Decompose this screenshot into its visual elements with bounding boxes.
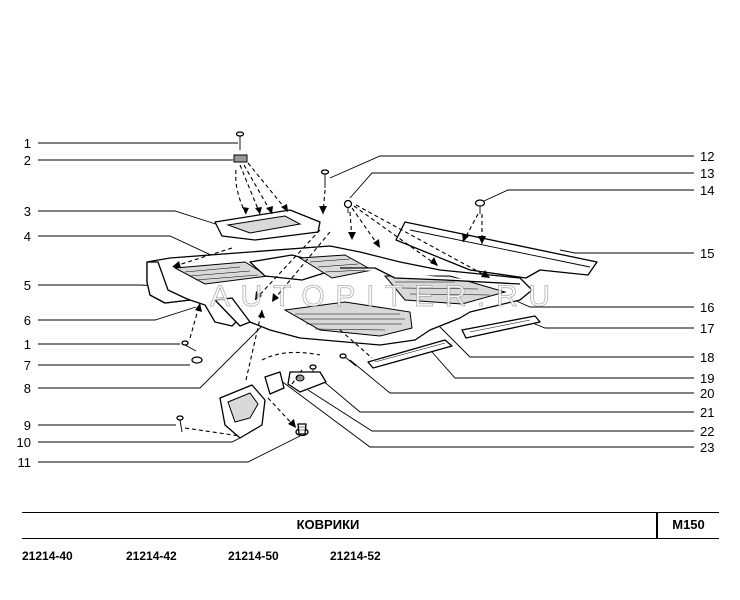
leader-line-22	[307, 389, 694, 432]
rear-right-mat	[383, 275, 507, 305]
dash-clip-mid	[239, 164, 261, 215]
callout-label-1-lower: 1	[24, 337, 31, 352]
carpet-left-edge	[146, 261, 191, 304]
leader-line-18	[434, 321, 694, 358]
dash-plug-13-d	[355, 204, 491, 279]
callout-label-3: 3	[24, 204, 31, 219]
screw-21	[309, 364, 317, 380]
holders	[264, 371, 327, 395]
bolt-20	[339, 353, 357, 367]
dash-clip-left	[235, 169, 247, 215]
dash-screw-21	[291, 369, 303, 385]
callout-label-23: 23	[700, 440, 714, 455]
title-strip: КОВРИКИ M150	[22, 512, 719, 539]
leader-line-11	[38, 435, 301, 463]
left-sill-strip	[214, 297, 251, 327]
front-insulation-cover	[214, 209, 321, 241]
callout-label-9: 9	[24, 418, 31, 433]
dash-screw-9	[184, 427, 241, 437]
callout-label-2: 2	[24, 153, 31, 168]
callout-label-19: 19	[700, 371, 714, 386]
model-number: 21214-52	[330, 549, 381, 563]
title-divider	[656, 513, 658, 538]
leader-line-17	[529, 321, 694, 329]
fasteners	[176, 131, 486, 437]
callout-label-15: 15	[700, 246, 714, 261]
dash-clip-14-a	[462, 213, 479, 243]
callout-label-21: 21	[700, 405, 714, 420]
callout-label-13: 13	[700, 166, 714, 181]
dash-clip-far	[247, 162, 289, 213]
leader-line-23	[279, 379, 694, 448]
dash-plug-13-b	[351, 207, 381, 249]
callout-label-1-top: 1	[24, 136, 31, 151]
callout-label-22: 22	[700, 424, 714, 439]
bracket-face	[227, 392, 259, 423]
floor-carpet	[146, 245, 533, 346]
dash-cover-center	[254, 229, 321, 301]
dash-holders	[261, 351, 321, 361]
leader-line-8	[38, 319, 269, 389]
leader-line-12	[329, 155, 694, 179]
left-callouts: 1 2 3 4 5 6 1 7 8 9 10 11	[17, 136, 301, 470]
callout-label-12: 12	[700, 149, 714, 164]
leader-line-3	[38, 210, 229, 229]
cover-top	[226, 215, 302, 234]
clip-2	[233, 154, 248, 163]
callout-label-10: 10	[17, 435, 31, 450]
model-number: 21214-40	[22, 549, 73, 563]
leader-line-15	[559, 249, 694, 254]
sill-trims	[367, 315, 541, 369]
callout-label-5: 5	[24, 278, 31, 293]
leader-line-13	[349, 172, 694, 199]
screw-1-top	[235, 131, 245, 150]
side-bracket	[219, 384, 266, 439]
screw-12	[320, 169, 330, 188]
callout-label-17: 17	[700, 321, 714, 336]
dash-bracket	[245, 309, 263, 381]
washer-7	[191, 356, 203, 364]
mat-ribs	[184, 258, 491, 331]
callout-label-16: 16	[700, 300, 714, 315]
model-number: 21214-50	[228, 549, 279, 563]
transverse-ridge	[340, 267, 521, 285]
leader-line-10	[38, 437, 241, 443]
leader-line-19	[431, 351, 694, 379]
model-list: 21214-40 21214-42 21214-50 21214-52	[0, 549, 740, 567]
rear-panel-edge	[409, 229, 591, 268]
holder-23	[264, 371, 285, 395]
callout-label-8: 8	[24, 381, 31, 396]
push-clip-11	[295, 423, 309, 437]
dash-plug-13-c	[353, 205, 439, 267]
callout-label-11: 11	[18, 455, 32, 470]
screw-9	[176, 415, 184, 433]
leader-line-6	[38, 306, 197, 321]
callout-label-18: 18	[700, 350, 714, 365]
leader-line-21	[321, 379, 694, 413]
plug-13	[343, 199, 353, 213]
sill-trim-17	[461, 315, 541, 339]
dash-cover-right	[271, 231, 331, 303]
callout-label-20: 20	[700, 386, 714, 401]
leader-line-20	[349, 359, 694, 394]
callout-label-6: 6	[24, 313, 31, 328]
dash-cover-left	[171, 247, 233, 268]
clip-14	[474, 199, 486, 214]
tunnel-cover	[249, 254, 341, 281]
dash-clip-right	[243, 164, 273, 215]
assembly-arrowheads	[172, 204, 490, 428]
diagram-title: КОВРИКИ	[296, 517, 360, 532]
callout-label-7: 7	[24, 358, 31, 373]
leader-line-14	[483, 189, 694, 202]
callout-label-14: 14	[700, 183, 714, 198]
screw-1-lower	[181, 340, 197, 352]
leader-line-5	[38, 284, 159, 287]
right-callouts: 12 13 14 15 16 17 18 19 20 21 22 23	[279, 149, 714, 455]
dash-bolt-20	[339, 329, 373, 359]
diagram-code: M150	[672, 517, 705, 532]
leader-line-4	[38, 235, 227, 263]
callout-label-4: 4	[24, 229, 31, 244]
model-number: 21214-42	[126, 549, 177, 563]
